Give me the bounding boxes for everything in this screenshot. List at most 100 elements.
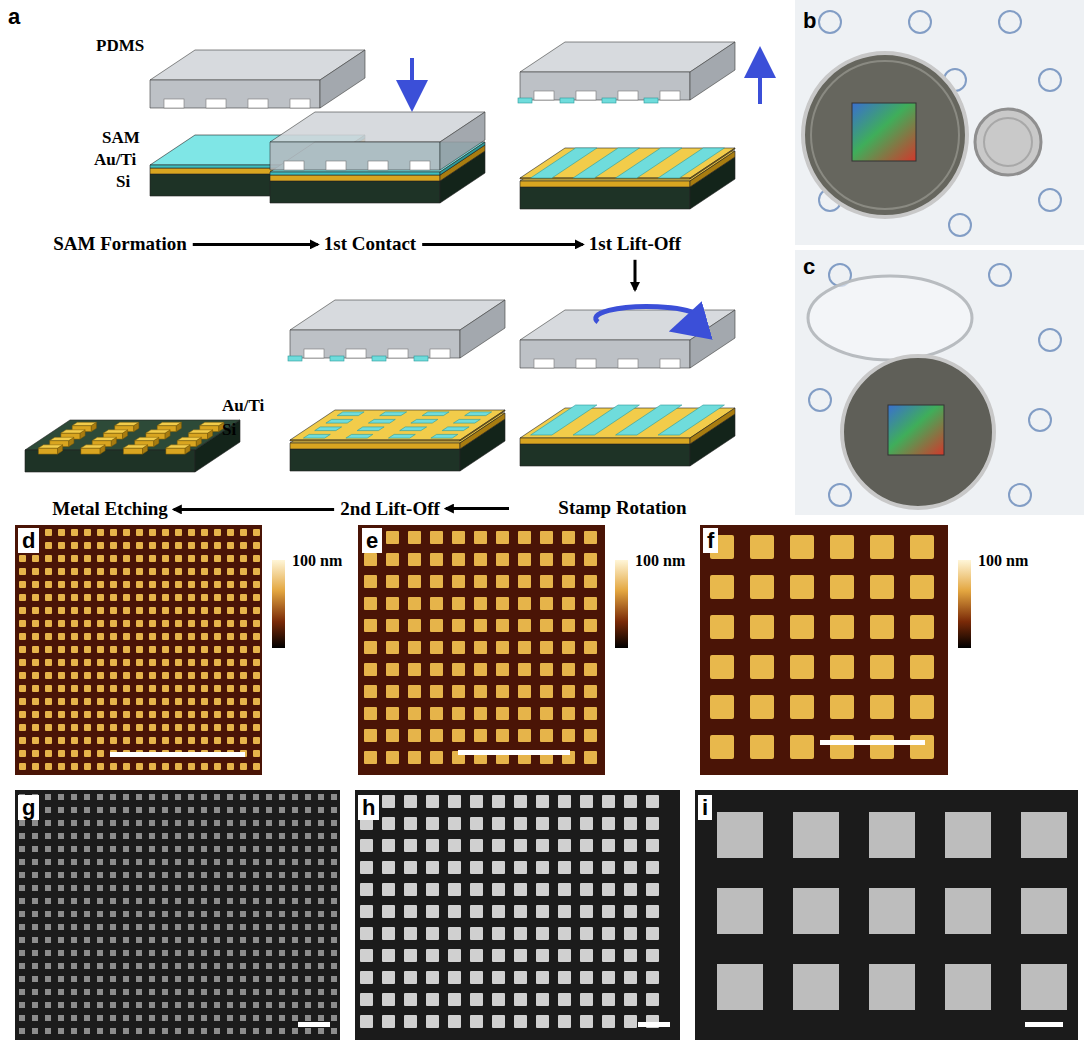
nano-square	[514, 949, 527, 962]
gold-layer-top	[290, 410, 505, 440]
nano-square	[45, 924, 51, 930]
nano-square	[227, 568, 234, 575]
nano-square	[558, 927, 571, 940]
nano-square	[19, 950, 25, 956]
nano-square	[227, 646, 234, 653]
nano-square	[624, 861, 637, 874]
nano-square	[448, 993, 461, 1006]
nano-square	[58, 646, 65, 653]
nano-square	[514, 1015, 527, 1028]
nano-square	[45, 859, 51, 865]
nano-square	[426, 927, 439, 940]
nano-square	[32, 672, 39, 679]
nano-square	[175, 911, 181, 917]
nano-square	[305, 794, 311, 800]
nano-square	[136, 529, 143, 536]
nano-square	[32, 911, 38, 917]
nano-square	[201, 607, 208, 614]
nano-square	[292, 924, 298, 930]
gold-pad	[177, 437, 201, 440]
nano-square	[110, 594, 117, 601]
nano-square	[279, 1028, 285, 1034]
nano-square	[45, 542, 52, 549]
nano-square	[404, 883, 417, 896]
nano-square	[201, 555, 208, 562]
nano-square	[562, 641, 575, 654]
nano-square	[188, 620, 195, 627]
nano-square	[474, 707, 487, 720]
nano-square	[188, 989, 194, 995]
nano-square	[84, 763, 91, 770]
nano-square	[584, 729, 597, 742]
nano-square	[110, 1015, 116, 1021]
nano-square	[452, 641, 465, 654]
nano-square	[45, 950, 51, 956]
nano-square	[292, 976, 298, 982]
nano-square	[584, 641, 597, 654]
nano-square	[227, 529, 234, 536]
nano-square	[149, 529, 156, 536]
gold-pad	[135, 437, 159, 440]
nano-square	[253, 568, 260, 575]
nano-square	[331, 963, 337, 969]
nano-square	[201, 542, 208, 549]
nano-square	[45, 911, 51, 917]
nano-square	[240, 950, 246, 956]
nano-square	[426, 883, 439, 896]
nano-square	[426, 861, 439, 874]
nano-square	[19, 846, 25, 852]
generated-art	[19, 42, 1067, 1034]
stamp-channel	[248, 99, 268, 108]
layer-label: Au/Ti	[222, 396, 264, 416]
nano-square	[32, 937, 38, 943]
nano-square	[227, 711, 234, 718]
nano-square	[584, 707, 597, 720]
nano-square	[404, 839, 417, 852]
silicon-layer	[25, 420, 240, 472]
nano-square	[110, 989, 116, 995]
nano-square	[19, 820, 25, 826]
nano-square	[624, 883, 637, 896]
nano-square	[318, 833, 324, 839]
gold-pad	[146, 430, 170, 433]
nano-square	[58, 963, 64, 969]
nano-square	[253, 737, 260, 744]
nano-square	[19, 833, 25, 839]
nano-square	[84, 737, 91, 744]
nano-square	[382, 861, 395, 874]
nano-square	[97, 581, 104, 588]
nano-square	[646, 905, 659, 918]
nano-square	[149, 711, 156, 718]
nano-square	[123, 529, 130, 536]
nano-square	[558, 905, 571, 918]
nano-square	[945, 888, 991, 934]
nano-square	[136, 737, 143, 744]
nano-square	[214, 937, 220, 943]
nano-square	[175, 924, 181, 930]
nano-square	[292, 833, 298, 839]
nano-square	[188, 594, 195, 601]
nano-square	[110, 924, 116, 930]
nano-square	[97, 807, 103, 813]
layer-label: SAM	[102, 128, 140, 148]
nano-square	[19, 698, 26, 705]
nano-square	[110, 698, 117, 705]
nano-square	[536, 949, 549, 962]
nano-square	[253, 989, 259, 995]
nano-square	[318, 911, 324, 917]
stamp-channel	[326, 161, 346, 170]
nano-square	[149, 763, 156, 770]
nano-square	[240, 963, 246, 969]
nano-square	[201, 950, 207, 956]
nano-square	[492, 905, 505, 918]
nano-square	[45, 989, 51, 995]
nano-square	[214, 794, 220, 800]
nano-square	[580, 817, 593, 830]
nano-square	[331, 833, 337, 839]
nano-square	[240, 685, 247, 692]
nano-square	[360, 839, 373, 852]
nano-square	[279, 950, 285, 956]
nano-square	[188, 950, 194, 956]
nano-square	[540, 553, 553, 566]
nano-square	[175, 820, 181, 826]
